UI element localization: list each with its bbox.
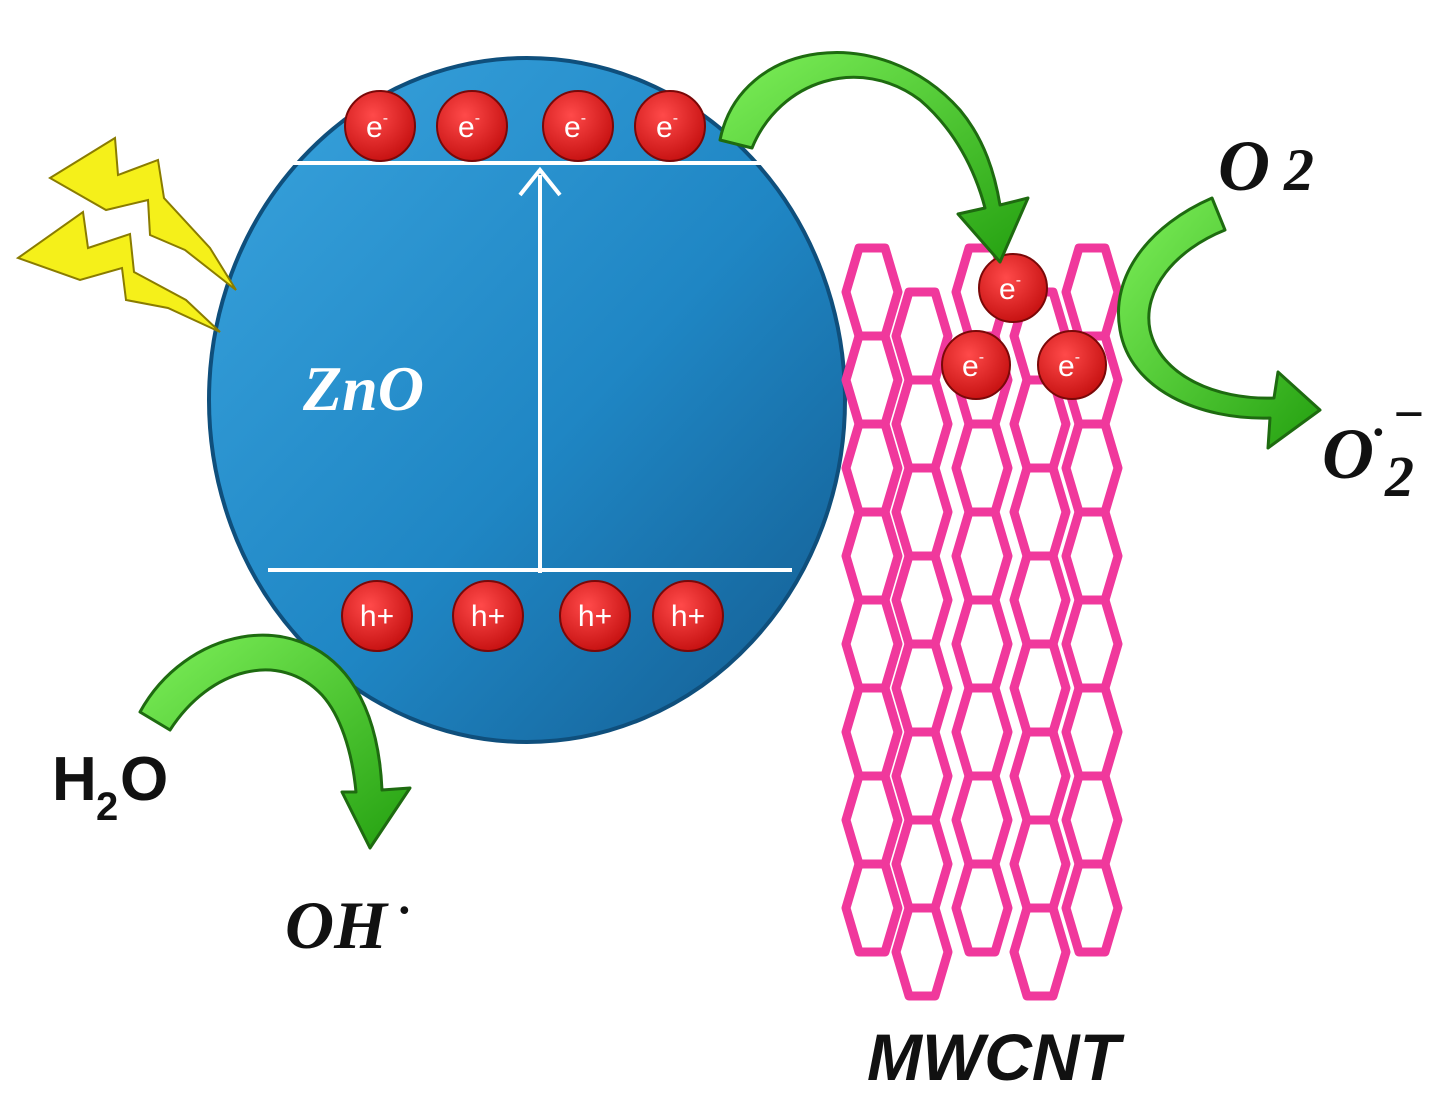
svg-text:O: O: [1322, 414, 1374, 494]
svg-text:e-: e-: [656, 110, 678, 144]
svg-text:e-: e-: [1058, 349, 1080, 383]
hexagon-cell: [1009, 463, 1071, 561]
mwcnt-electrons: e- e- e-: [941, 253, 1107, 400]
oxygen-reduction-arrow: [1117, 196, 1322, 450]
hexagon-cell: [841, 507, 903, 605]
hexagon-cell: [891, 463, 953, 561]
svg-text:·: ·: [1372, 406, 1384, 459]
hexagon-cell: [951, 419, 1013, 517]
mwcnt-tube: [841, 243, 1123, 1001]
excitation-arrow: [518, 166, 562, 573]
hole: h+: [341, 580, 413, 652]
hexagon-cell: [1009, 727, 1071, 825]
hexagon-cell: [891, 287, 953, 385]
electron: e-: [634, 90, 706, 162]
hydroxyl-label: OH ·: [285, 884, 410, 963]
electron-transfer-arrow: [718, 51, 1030, 264]
mwcnt-label: MWCNT: [867, 1020, 1125, 1094]
water-oxidation-arrow: [138, 633, 412, 850]
hexagon-cell: [1009, 639, 1071, 737]
hexagon-cell: [951, 595, 1013, 693]
hexagon-cell: [841, 419, 903, 517]
svg-text:·: ·: [398, 884, 410, 937]
hexagon-cell: [1061, 243, 1123, 341]
svg-text:h+: h+: [471, 600, 505, 633]
svg-text:h+: h+: [360, 600, 394, 633]
hexagon-cell: [891, 551, 953, 649]
hexagon-cell: [951, 771, 1013, 869]
hexagon-cell: [841, 683, 903, 781]
hexagon-cell: [1061, 771, 1123, 869]
electron: e-: [344, 90, 416, 162]
hexagon-cell: [891, 639, 953, 737]
hole: h+: [452, 580, 524, 652]
hexagon-cell: [1061, 595, 1123, 693]
hexagon-cell: [841, 331, 903, 429]
hexagon-cell: [891, 375, 953, 473]
hexagon-cell: [951, 859, 1013, 957]
vb-holes: h+ h+ h+ h+: [341, 580, 724, 652]
hexagon-cell: [891, 815, 953, 913]
hexagon-cell: [1009, 815, 1071, 913]
electron: e-: [978, 253, 1048, 323]
hexagon-cell: [841, 859, 903, 957]
hexagon-cell: [841, 771, 903, 869]
svg-text:2: 2: [1384, 444, 1414, 509]
svg-text:OH: OH: [285, 887, 389, 963]
svg-text:e-: e-: [458, 110, 480, 144]
svg-text:e-: e-: [999, 272, 1021, 306]
svg-text:h+: h+: [578, 600, 612, 633]
hexagon-cell: [891, 903, 953, 1001]
hexagon-cell: [841, 243, 903, 341]
electron: e-: [542, 90, 614, 162]
svg-text:2: 2: [96, 785, 118, 829]
water-label: H 2 O: [52, 745, 168, 829]
svg-text:−: −: [1392, 384, 1425, 444]
electron: e-: [1037, 330, 1107, 400]
hexagon-cell: [1061, 683, 1123, 781]
hexagon-cell: [1061, 859, 1123, 957]
hexagon-cell: [1009, 903, 1071, 1001]
hexagon-cell: [891, 727, 953, 825]
superoxide-label: O · 2 −: [1322, 384, 1425, 509]
electron: e-: [941, 330, 1011, 400]
hexagon-cell: [951, 683, 1013, 781]
hexagon-cell: [951, 507, 1013, 605]
electron: e-: [436, 90, 508, 162]
svg-text:h+: h+: [671, 600, 705, 633]
svg-text:O: O: [120, 745, 168, 814]
light-bolt-icon: [15, 136, 237, 333]
hexagon-cell: [841, 595, 903, 693]
hole: h+: [652, 580, 724, 652]
hole: h+: [559, 580, 631, 652]
svg-text:H: H: [52, 745, 97, 814]
hexagon-cell: [1061, 419, 1123, 517]
cb-electrons: e- e- e- e-: [344, 90, 706, 162]
svg-text:e-: e-: [366, 110, 388, 144]
zno-label: ZnO: [302, 353, 424, 424]
hexagon-cell: [1061, 507, 1123, 605]
hexagon-cell: [1009, 551, 1071, 649]
svg-text:e-: e-: [564, 110, 586, 144]
svg-text:e-: e-: [962, 349, 984, 383]
